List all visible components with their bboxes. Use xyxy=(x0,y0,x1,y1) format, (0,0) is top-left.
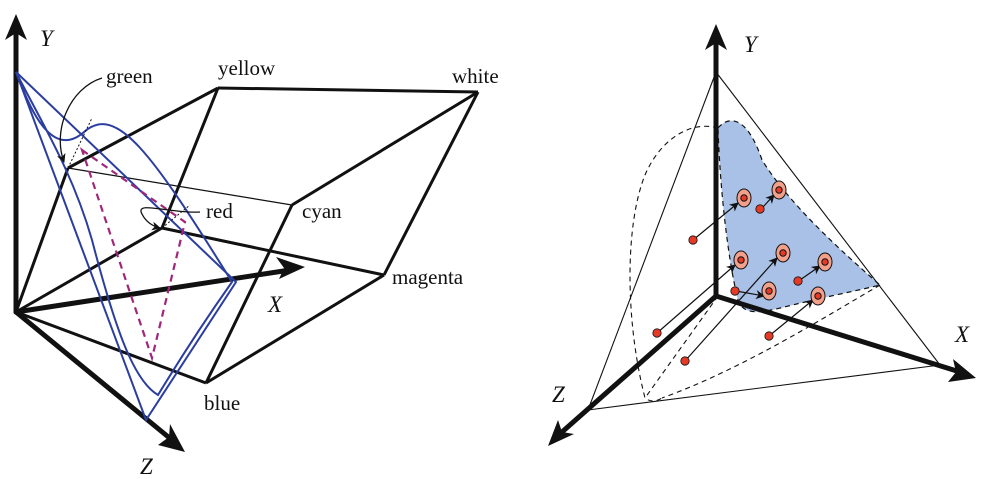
cone-bottom-edge xyxy=(661,284,881,399)
disk-2 xyxy=(771,180,787,200)
right-y-arrowhead-icon xyxy=(705,24,727,50)
point-3 xyxy=(652,328,662,338)
edge-white-cyan xyxy=(291,90,479,207)
edge-black-blue xyxy=(15,310,207,385)
left-x-arrowhead-icon xyxy=(276,257,305,279)
left-y-arrowhead-icon xyxy=(5,14,27,40)
label-blue: blue xyxy=(204,391,240,415)
plane-edge-y-x xyxy=(715,71,941,366)
arrow-4 xyxy=(684,257,778,362)
projected-disks xyxy=(733,180,833,306)
edge-cyan-blue xyxy=(204,204,294,384)
right-z-arrowhead-icon xyxy=(548,420,574,446)
arrow-5 xyxy=(735,290,765,300)
left-axis-arrowheads xyxy=(5,14,305,452)
left-x-label: X xyxy=(267,292,283,317)
left-z-label: Z xyxy=(140,454,153,479)
right-panel: Y X Z xyxy=(548,24,976,446)
plane-edge-y-z xyxy=(587,71,717,411)
rgb-gamut-dashed xyxy=(79,147,187,362)
right-z-axis xyxy=(559,293,719,435)
rgb-cube xyxy=(14,86,480,385)
edge-yellow-red xyxy=(160,87,220,229)
point-6 xyxy=(764,331,774,341)
label-yellow: yellow xyxy=(218,56,276,80)
plane-edge-z-x xyxy=(587,364,941,411)
edge-magenta-blue xyxy=(205,273,385,385)
edge-green-yellow xyxy=(67,86,219,170)
right-axes xyxy=(559,37,963,435)
disk-3 xyxy=(733,250,749,270)
left-z-axis xyxy=(13,309,175,443)
point-4 xyxy=(680,356,690,366)
right-x-label: X xyxy=(954,322,970,347)
label-white: white xyxy=(452,64,499,88)
right-y-label: Y xyxy=(744,32,759,57)
arrow-1 xyxy=(692,202,739,241)
red-pointer-arrow xyxy=(140,207,201,231)
edge-yellow-white xyxy=(217,86,479,94)
right-x-arrowhead-icon xyxy=(948,359,976,382)
edge-green-cyan xyxy=(67,167,293,206)
cone-left-edge xyxy=(629,125,719,402)
shaded-gamut-region xyxy=(717,120,882,313)
label-magenta: magenta xyxy=(392,265,464,289)
disk-5 xyxy=(761,281,777,301)
arrow-7 xyxy=(799,265,821,281)
arrow-3 xyxy=(656,264,736,334)
left-y-label: Y xyxy=(40,26,55,51)
label-red: red xyxy=(206,199,233,223)
disk-1 xyxy=(736,188,752,208)
cone-axis-dash xyxy=(644,295,719,399)
triangle-outline xyxy=(15,71,238,423)
left-panel: Y X Z green yellow white red cyan magent… xyxy=(5,14,499,479)
left-x-axis xyxy=(13,267,293,315)
label-green: green xyxy=(106,64,153,88)
right-x-axis xyxy=(713,293,963,375)
left-axes xyxy=(13,27,293,443)
edge-black-green xyxy=(14,167,70,313)
green-leader-dots xyxy=(67,117,93,169)
disk-6 xyxy=(810,286,826,306)
right-z-label: Z xyxy=(552,382,565,407)
point-1 xyxy=(688,235,698,245)
edge-white-magenta xyxy=(382,91,480,276)
right-axis-arrowheads xyxy=(548,24,976,446)
arrow-2 xyxy=(762,194,775,208)
disk-7 xyxy=(817,252,833,272)
green-pointer-arrow xyxy=(56,77,103,163)
projection-arrows xyxy=(656,194,821,362)
point-7 xyxy=(793,276,803,286)
edge-red-magenta xyxy=(161,226,385,277)
point-2 xyxy=(755,204,765,214)
left-z-arrowhead-icon xyxy=(158,424,185,452)
label-cyan: cyan xyxy=(302,199,342,223)
point-5 xyxy=(730,286,740,296)
chromaticity-triangle xyxy=(15,71,238,423)
dashed-cone xyxy=(629,125,881,402)
source-points xyxy=(652,204,803,366)
plane-triangle xyxy=(587,71,941,411)
spectral-locus-outline xyxy=(15,71,234,397)
arrow-6 xyxy=(768,299,814,337)
disk-4 xyxy=(775,243,791,263)
